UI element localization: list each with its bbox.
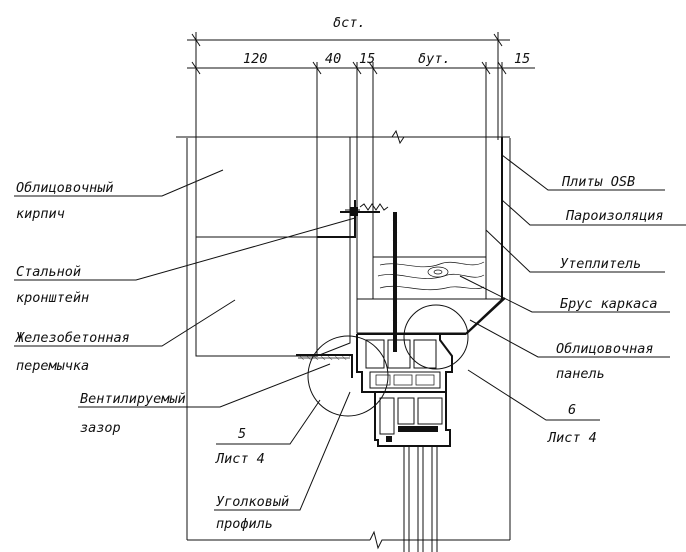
label-ref6-sheet: Лист 4 [547,430,597,446]
label-lintel-line2: перемычка [16,358,89,374]
dim-osb-right: 15 [514,51,530,67]
dimension-lines [187,32,535,140]
leaders-right [459,154,686,421]
label-vapor-barrier: Пароизоляция [565,208,664,224]
detail-circle-6 [403,304,469,370]
dim-total: δст. [333,15,366,31]
label-ref5-number: 5 [238,426,246,442]
concrete-lintel [195,236,351,357]
facing-brick [195,136,318,238]
dim-insulation: δут. [418,51,451,67]
label-osb: Плиты OSB [561,174,635,190]
insulation [372,136,487,258]
label-corner-profile-line1: Уголковый [216,494,289,510]
label-facing-panel-line1: Облицовочная [556,341,654,357]
frame-beam [372,256,487,300]
label-steel-bracket-line1: Стальной [16,264,81,280]
label-facing-panel-line2: панель [556,366,605,382]
label-frame-beam: Брус каркаса [560,296,658,312]
label-steel-bracket-line2: кронштейн [16,290,89,306]
label-facing-brick-line1: Облицовочный [16,180,114,196]
label-insulation: Утеплитель [560,256,641,272]
osb-right [485,136,503,300]
label-corner-profile-line2: профиль [216,516,273,532]
label-lintel-line1: Железобетонная [15,330,130,346]
dim-osb-left: 15 [359,51,375,67]
screw [392,212,398,352]
label-ref6-number: 6 [568,402,576,418]
label-facing-brick-line2: кирпич [16,206,65,222]
facing-panel [356,297,506,335]
window-frame [356,334,453,552]
corner-profile [296,354,353,378]
detail-circle-5 [307,335,389,417]
dim-gap: 40 [325,51,341,67]
label-vent-gap-line2: зазор [80,420,121,436]
leaders-left [14,169,356,511]
label-vent-gap-line1: Вентилируемый [80,391,186,407]
osb-left [356,136,374,300]
label-ref5-sheet: Лист 4 [215,451,265,467]
dim-brick: 120 [243,51,267,67]
